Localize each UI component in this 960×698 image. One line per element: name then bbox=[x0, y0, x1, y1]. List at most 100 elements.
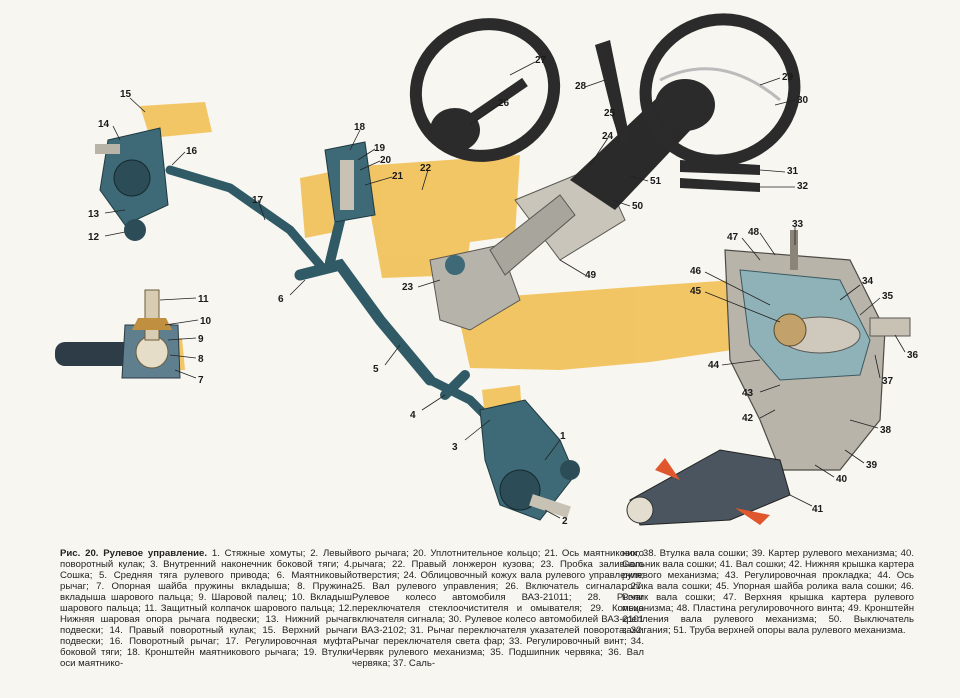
callout-14: 14 bbox=[98, 119, 110, 130]
leader-51 bbox=[629, 175, 649, 182]
caption-text-3: ник; 38. Втулка вала сошки; 39. Картер р… bbox=[622, 548, 914, 636]
leader-23 bbox=[417, 279, 441, 288]
caption-column-2: вого рычага; 20. Уплотнительное кольцо; … bbox=[352, 548, 644, 669]
callout-4: 4 bbox=[410, 410, 416, 421]
leader-12 bbox=[104, 231, 126, 237]
wheel-2101 bbox=[639, 13, 801, 167]
leader-44 bbox=[721, 359, 761, 366]
callout-49: 49 bbox=[585, 270, 597, 281]
callout-45: 45 bbox=[690, 286, 702, 297]
caption-text-1: 1. Стяжные хомуты; 2. Левый поворотный к… bbox=[60, 548, 352, 669]
leader-25 bbox=[611, 114, 621, 141]
leader-5 bbox=[384, 344, 401, 366]
leader-1 bbox=[544, 439, 561, 461]
callout-48: 48 bbox=[748, 227, 760, 238]
caption-column-3: ник; 38. Втулка вала сошки; 39. Картер р… bbox=[622, 548, 914, 636]
leader-49 bbox=[559, 259, 586, 276]
callout-35: 35 bbox=[882, 291, 894, 302]
callout-20: 20 bbox=[380, 155, 392, 166]
leader-3 bbox=[464, 419, 491, 441]
leader-26 bbox=[469, 104, 499, 126]
callout-31: 31 bbox=[787, 166, 799, 177]
callout-10: 10 bbox=[200, 316, 212, 327]
callout-26: 26 bbox=[498, 98, 510, 109]
callout-34: 34 bbox=[862, 276, 874, 287]
leader-27 bbox=[509, 61, 536, 76]
callout-43: 43 bbox=[742, 388, 754, 399]
horn-ring bbox=[659, 67, 781, 102]
callout-18: 18 bbox=[354, 122, 366, 133]
right-knuckle bbox=[95, 127, 169, 241]
inset-pin bbox=[144, 289, 160, 341]
callout-25: 25 bbox=[604, 108, 616, 119]
leader-14 bbox=[112, 125, 121, 141]
leader-22 bbox=[421, 169, 429, 191]
callout-24: 24 bbox=[602, 131, 614, 142]
caption-text-2: вого рычага; 20. Уплотнительное кольцо; … bbox=[352, 548, 644, 669]
callout-37: 37 bbox=[882, 376, 894, 387]
leader-lines bbox=[104, 61, 906, 519]
leader-9 bbox=[167, 337, 197, 341]
headlight-lever bbox=[680, 178, 760, 192]
callout-9: 9 bbox=[198, 334, 204, 345]
rotation-arrow-left bbox=[655, 458, 680, 480]
pitman-arm bbox=[440, 370, 470, 400]
callout-12: 12 bbox=[88, 232, 100, 243]
callout-33: 33 bbox=[792, 219, 804, 230]
leader-31 bbox=[759, 169, 786, 173]
leader-38 bbox=[849, 419, 879, 429]
adjusting-screw bbox=[790, 230, 798, 270]
callout-28: 28 bbox=[575, 81, 587, 92]
leader-35 bbox=[859, 297, 881, 316]
left-stub-axle bbox=[529, 494, 571, 518]
callout-30: 30 bbox=[797, 95, 809, 106]
leader-21 bbox=[364, 176, 393, 186]
center-link bbox=[294, 258, 436, 386]
sector-roller bbox=[773, 313, 807, 347]
lower-ball-joint bbox=[124, 219, 146, 241]
callout-1: 1 bbox=[560, 431, 566, 442]
leader-7 bbox=[174, 369, 197, 379]
callout-21: 21 bbox=[392, 171, 404, 182]
right-tie-rod bbox=[165, 165, 325, 270]
right-side-member bbox=[362, 155, 520, 278]
leader-24 bbox=[589, 137, 609, 166]
pendulum-axle bbox=[340, 160, 354, 210]
inset-boot bbox=[132, 318, 172, 330]
callout-5: 5 bbox=[373, 364, 379, 375]
wheel-21011-spoke bbox=[452, 77, 528, 135]
left-knuckle bbox=[479, 399, 580, 521]
callout-19: 19 bbox=[374, 143, 386, 154]
gear-box-cap bbox=[445, 255, 465, 275]
leader-19 bbox=[357, 148, 376, 161]
inset-rod bbox=[55, 342, 145, 366]
callout-23: 23 bbox=[402, 282, 414, 293]
body-members bbox=[125, 102, 735, 418]
leader-45 bbox=[704, 291, 781, 323]
callout-16: 16 bbox=[186, 146, 198, 157]
callout-17: 17 bbox=[252, 195, 264, 206]
wheel-21011 bbox=[409, 18, 561, 162]
pitman-arm-eye bbox=[626, 496, 654, 524]
callout-labels: 1 2 3 4 5 6 7 8 9 10 11 12 13 14 15 16 1… bbox=[88, 55, 919, 527]
callout-27: 27 bbox=[535, 55, 547, 66]
callout-38: 38 bbox=[880, 425, 892, 436]
pendulum-bracket bbox=[324, 141, 376, 223]
pitman-arm-lower bbox=[629, 449, 791, 526]
leader-6 bbox=[289, 279, 306, 296]
rotation-arrow-right bbox=[735, 508, 770, 525]
leader-47 bbox=[741, 237, 761, 261]
callout-8: 8 bbox=[198, 354, 204, 365]
left-hub bbox=[499, 469, 541, 511]
leader-48 bbox=[759, 232, 776, 256]
callout-13: 13 bbox=[88, 209, 100, 220]
left-tie-rod-end bbox=[560, 460, 580, 480]
caption-column-1: Рис. 20. Рулевое управление. 1. Стяжные … bbox=[60, 548, 352, 669]
callout-50: 50 bbox=[632, 201, 644, 212]
leader-34 bbox=[839, 284, 861, 301]
leader-11 bbox=[159, 297, 197, 301]
worm-shaft bbox=[869, 317, 911, 337]
leader-39 bbox=[844, 449, 865, 464]
steering-wheels bbox=[409, 13, 801, 167]
lower-body-member bbox=[455, 280, 735, 370]
